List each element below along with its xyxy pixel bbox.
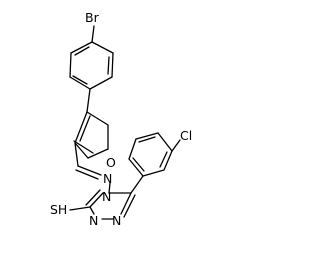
imine-nitrogen-label: N — [103, 171, 112, 186]
bond-lines — [69, 25, 181, 220]
bromine-atom-label: Br — [85, 10, 100, 25]
triazole-n4-label: N — [102, 189, 111, 204]
triazole-n1-label: N — [112, 213, 121, 228]
molecule-structure: Br O N N N N SH Cl — [50, 10, 192, 228]
triazole-n2-label: N — [89, 213, 98, 228]
thiol-group-label: SH — [50, 202, 67, 217]
chlorine-atom-label: Cl — [180, 128, 192, 143]
furan-oxygen-label: O — [106, 155, 116, 170]
